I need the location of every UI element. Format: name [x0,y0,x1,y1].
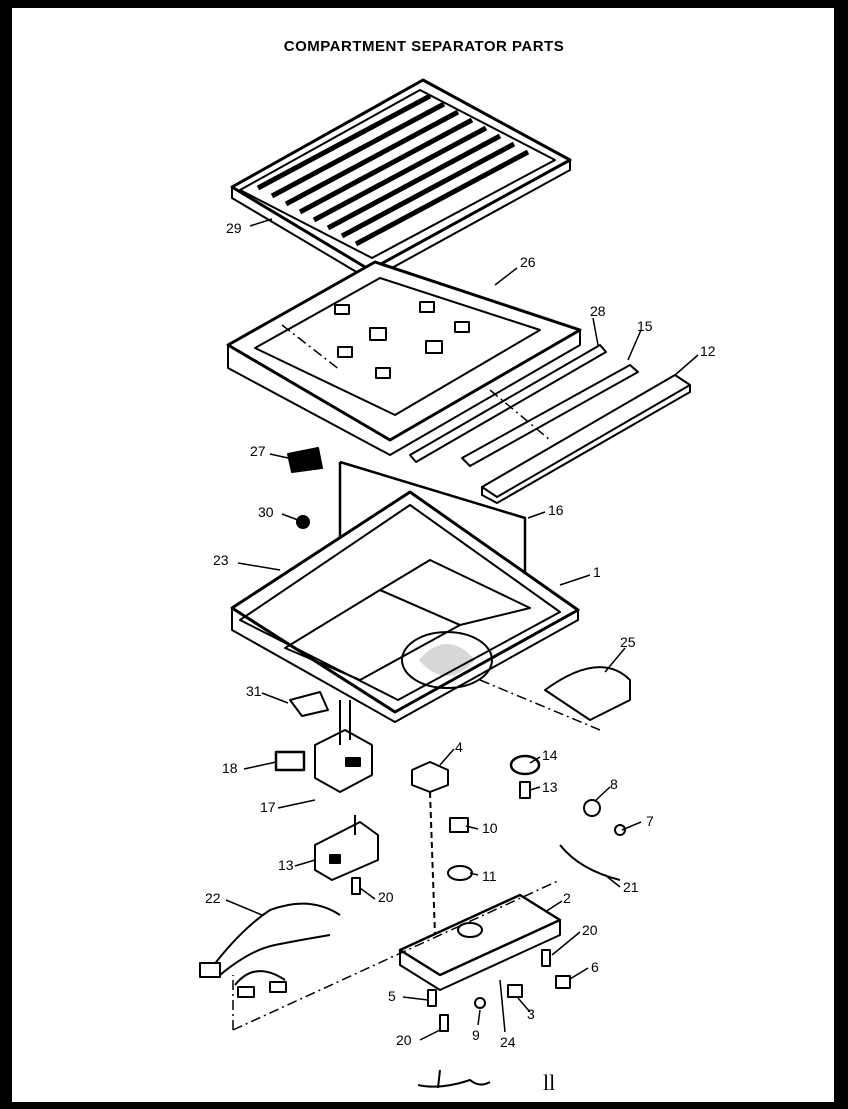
part-callout-20: 20 [396,1032,412,1048]
part-callout-2: 2 [563,890,571,906]
part-callout-14: 14 [542,747,558,763]
part-callout-20: 20 [582,922,598,938]
part-strip [409,344,607,463]
part-screw [541,949,551,967]
part-callout-1: 1 [593,564,601,580]
part-callout-7: 7 [646,813,654,829]
part-callout-4: 4 [455,739,463,755]
part-separator-pan [230,490,580,723]
part-clip-small [507,984,523,998]
part-callout-31: 31 [246,683,262,699]
footer-mark: ll [543,1070,555,1095]
part-callout-5: 5 [388,988,396,1004]
diagram-title: COMPARTMENT SEPARATOR PARTS [283,38,565,55]
part-callout-10: 10 [482,820,498,836]
part-callout-9: 9 [472,1027,480,1043]
part-insulation [544,666,631,721]
part-tray-frame [226,260,582,456]
part-callout-16: 16 [548,502,564,518]
part-callout-27: 27 [250,443,266,459]
part-clip [289,691,329,717]
part-callout-8: 8 [610,776,618,792]
part-shaft [519,781,531,799]
part-channel [461,364,639,467]
part-damper-bracket [314,815,379,881]
part-callout-15: 15 [637,318,653,334]
part-callout-22: 22 [205,890,221,906]
part-lamp [583,799,601,817]
part-callout-24: 24 [500,1034,516,1050]
part-callout-18: 18 [222,760,238,776]
part-nut-square [555,975,571,989]
footer-scribble [417,1079,491,1088]
part-nut [296,515,310,529]
part-wire-harness [199,902,341,998]
part-knob [447,865,473,881]
part-control-housing [398,893,562,991]
part-damper-housing [314,700,373,793]
part-callout-26: 26 [520,254,536,270]
part-switch [449,817,469,833]
part-callout-11: 11 [482,868,497,884]
part-callout-6: 6 [591,959,599,975]
part-thermostat-wire [559,844,621,881]
part-callout-20: 20 [378,889,394,905]
part-callout-13: 13 [278,857,294,873]
part-callout-12: 12 [700,343,716,359]
part-washer [474,997,486,1009]
part-grille-cover [230,78,572,281]
part-callout-13: 13 [542,779,558,795]
part-callout-29: 29 [226,220,242,236]
part-fan-hub [509,754,541,776]
part-screw [439,1014,449,1032]
part-callout-21: 21 [623,879,639,895]
part-grommet [411,761,449,793]
part-pad [287,447,323,473]
part-gasket [274,750,306,772]
part-callout-23: 23 [213,552,229,568]
part-callout-3: 3 [527,1006,535,1022]
part-callout-28: 28 [590,303,606,319]
part-screw [427,989,437,1007]
part-callout-17: 17 [260,799,276,815]
part-bracket [481,374,691,504]
part-screw [351,877,361,895]
part-callout-25: 25 [620,634,636,650]
part-callout-30: 30 [258,504,274,520]
